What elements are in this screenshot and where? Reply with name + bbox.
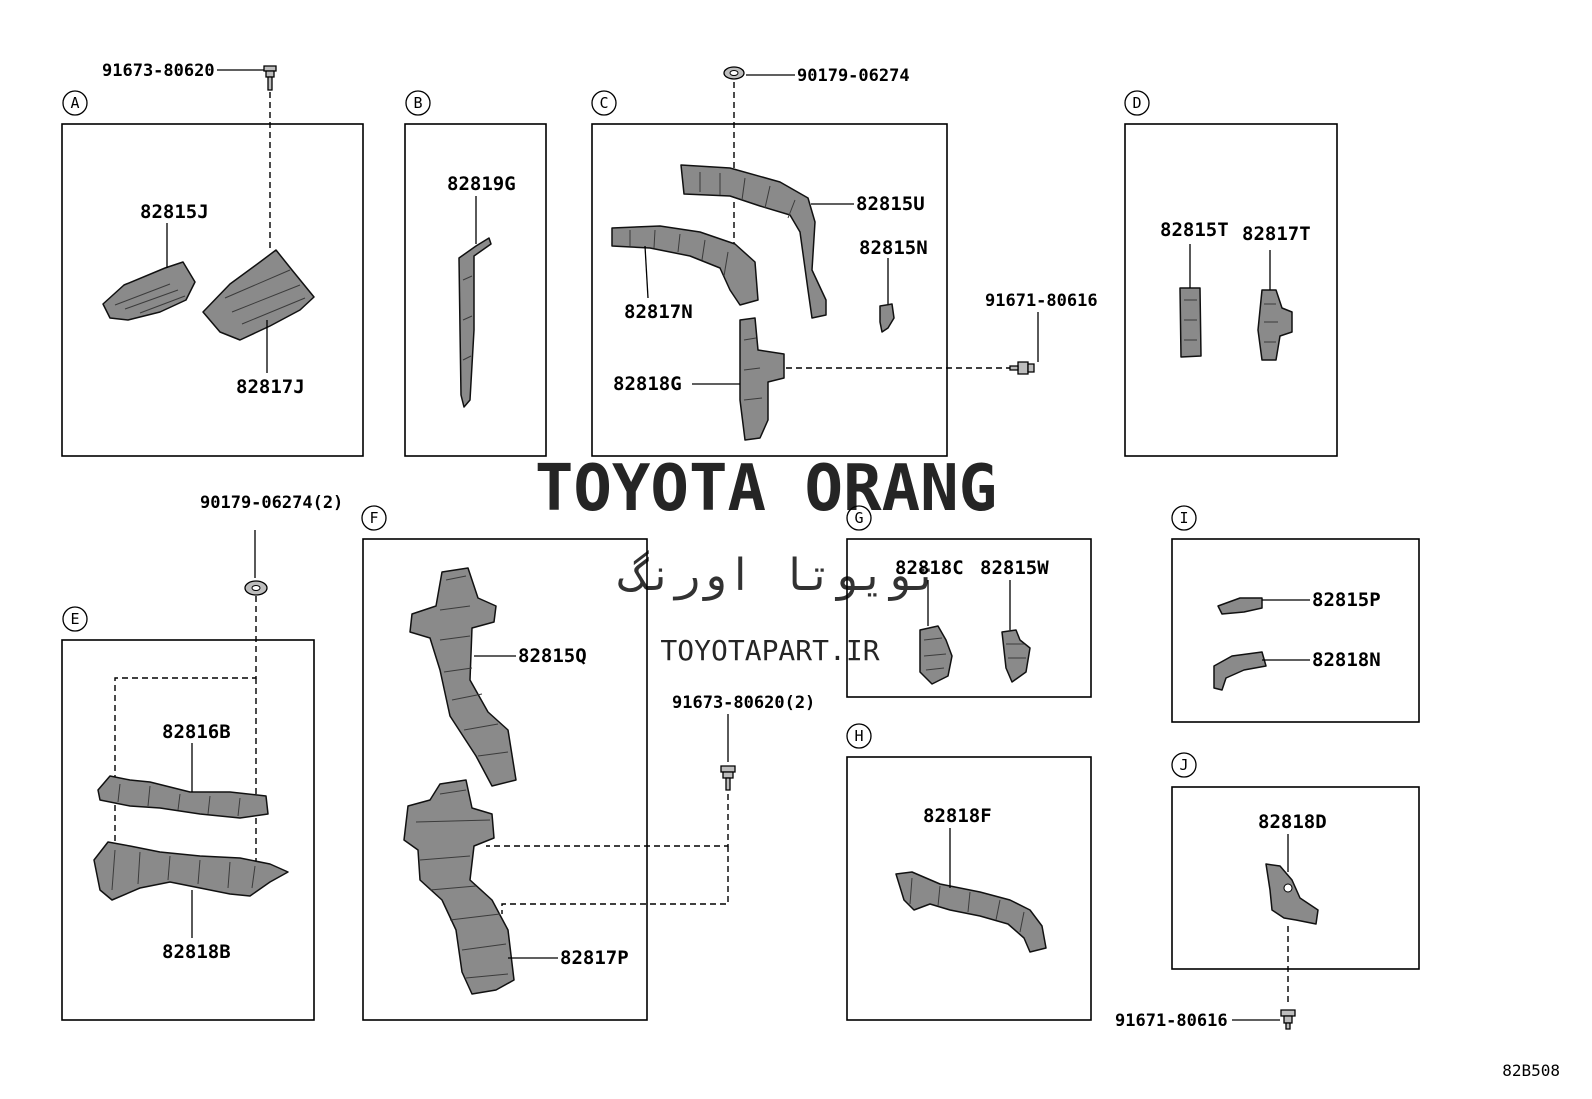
section-g: G 82818C 82815W	[846, 505, 1092, 698]
section-a: A 91673-80620 82815J 82817J	[61, 61, 364, 457]
section-e-marker	[62, 606, 88, 632]
section-h-letter: H	[854, 727, 863, 745]
section-e-panel	[61, 639, 315, 1021]
section-g-letter: G	[854, 509, 863, 527]
part-label: 82818N	[1312, 649, 1381, 671]
part-label: 82815N	[859, 237, 928, 259]
bolt-label: 90179-06274	[797, 66, 910, 86]
bolt-label: 91673-80620(2)	[672, 693, 815, 713]
bolt-icon	[1280, 1009, 1296, 1030]
bolt-label: 91673-80620	[102, 61, 215, 81]
part-label: 82817J	[236, 376, 305, 398]
part-label: 82818C	[895, 557, 964, 579]
section-i-panel	[1171, 538, 1420, 723]
part-82818b	[93, 841, 289, 901]
part-label: 82815T	[1160, 219, 1229, 241]
section-j-panel	[1171, 786, 1420, 970]
bolt-icon	[263, 65, 277, 91]
section-c: C 90179-06274 82815U 82815N 82817N	[591, 66, 1098, 457]
section-g-marker	[846, 505, 872, 531]
section-a-marker	[62, 90, 88, 116]
part-82819g	[458, 237, 492, 408]
section-g-panel	[846, 538, 1092, 698]
part-label: 82816B	[162, 721, 231, 743]
part-label: 82815J	[140, 201, 209, 223]
part-label: 82815Q	[518, 645, 587, 667]
watermark-title: TOYOTA ORANG	[535, 452, 997, 526]
section-c-letter: C	[599, 94, 608, 112]
nut-icon	[723, 66, 745, 80]
section-b-letter: B	[413, 94, 422, 112]
part-82815n	[879, 303, 895, 333]
part-label: 82815U	[856, 193, 925, 215]
watermark: TOYOTA ORANG تویوتا اورنگ TOYOTAPART.IR	[535, 452, 997, 667]
part-82817p	[403, 779, 515, 995]
part-82815t	[1179, 287, 1202, 358]
section-d-letter: D	[1132, 94, 1141, 112]
bolt-label: 91671-80616	[985, 291, 1098, 311]
bolt-label: 90179-06274(2)	[200, 493, 343, 513]
part-82818g	[739, 317, 785, 441]
part-82818c	[919, 625, 953, 685]
section-j-letter: J	[1179, 756, 1188, 774]
section-i-marker	[1171, 505, 1197, 531]
part-label: 82818F	[923, 805, 992, 827]
section-i-letter: I	[1179, 509, 1188, 527]
section-a-letter: A	[70, 94, 79, 112]
part-82818d	[1265, 863, 1319, 925]
section-h: H 82818F	[846, 723, 1092, 1021]
part-82815u	[680, 164, 827, 319]
bolt-icon	[720, 765, 736, 791]
bolt-icon	[1009, 361, 1035, 375]
part-82817n	[611, 225, 759, 306]
section-d-panel	[1124, 123, 1338, 457]
part-label: 82815W	[980, 557, 1049, 579]
part-82816b	[97, 775, 269, 819]
watermark-persian: تویوتا اورنگ	[618, 549, 939, 601]
part-82817j	[202, 249, 315, 341]
section-f-panel	[362, 538, 648, 1021]
section-f-marker	[361, 505, 387, 531]
part-label: 82817P	[560, 947, 629, 969]
diagram-code: 82B508	[1502, 1061, 1560, 1080]
section-c-marker	[591, 90, 617, 116]
part-82817t	[1257, 289, 1293, 361]
section-j: J 82818D 91671-80616	[1115, 752, 1420, 1031]
section-i: I 82815P 82818N	[1171, 505, 1420, 723]
section-j-marker	[1171, 752, 1197, 778]
part-82815q	[409, 567, 517, 787]
part-label: 82818B	[162, 941, 231, 963]
section-b: B 82819G	[404, 90, 547, 457]
nut-icon	[244, 580, 268, 596]
part-82815p	[1217, 597, 1263, 615]
section-h-panel	[846, 756, 1092, 1021]
part-82818f	[895, 871, 1047, 953]
section-b-marker	[405, 90, 431, 116]
section-d: D 82815T 82817T	[1124, 90, 1338, 457]
bolt-label: 91671-80616	[1115, 1011, 1228, 1031]
watermark-url: TOYOTAPART.IR	[660, 634, 879, 667]
section-d-marker	[1124, 90, 1150, 116]
part-82815j	[102, 261, 196, 321]
section-c-panel	[591, 123, 948, 457]
section-e: E 90179-06274(2) 82816B 82818B	[61, 493, 343, 1021]
part-label: 82817N	[624, 301, 693, 323]
part-label: 82815P	[1312, 589, 1381, 611]
part-82815w	[1001, 629, 1031, 683]
part-label: 82817T	[1242, 223, 1311, 245]
part-label: 82818G	[613, 373, 682, 395]
section-e-letter: E	[70, 610, 79, 628]
section-h-marker	[846, 723, 872, 749]
part-82818n	[1213, 651, 1267, 691]
section-f: F 82815Q 82817P 91673-80620(2)	[361, 505, 815, 1021]
section-b-panel	[404, 123, 547, 457]
part-label: 82819G	[447, 173, 516, 195]
part-label: 82818D	[1258, 811, 1327, 833]
section-a-panel	[61, 123, 364, 457]
section-f-letter: F	[369, 509, 378, 527]
